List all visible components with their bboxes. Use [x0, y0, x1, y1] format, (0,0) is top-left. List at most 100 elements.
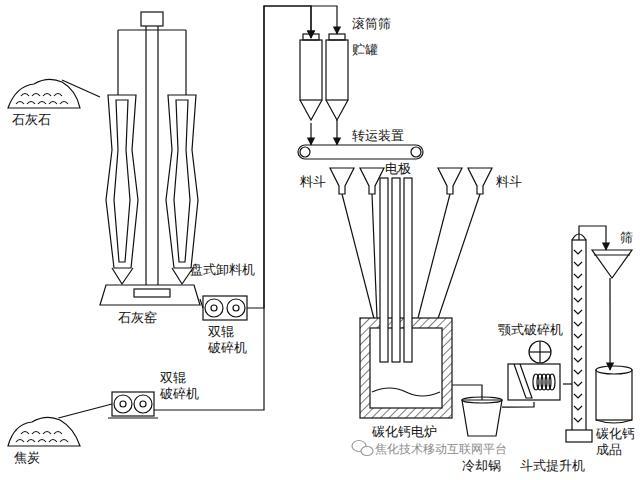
equipment-label: 转运装置 [352, 128, 404, 144]
elevator-bucket [574, 298, 582, 302]
lime-kiln [106, 95, 138, 268]
product-container [596, 370, 632, 420]
coke-pile [8, 417, 80, 446]
pile-texture [38, 102, 46, 105]
lime-kiln [172, 268, 193, 284]
lime-kiln [166, 95, 198, 268]
process-illustration [8, 6, 632, 456]
roller-crusher [108, 417, 158, 418]
part-label: 电极 [385, 161, 411, 177]
roller-crusher: 双辊 破碎机 [203, 296, 247, 320]
screen [592, 250, 632, 278]
elevator-bucket [574, 358, 582, 362]
pile-texture [32, 94, 40, 97]
roller-crusher [203, 296, 247, 320]
watermark-icon [352, 441, 373, 456]
electrode [404, 178, 412, 362]
equipment-label: 料斗 [496, 174, 522, 190]
product-container [596, 366, 632, 423]
elevator-bucket [574, 382, 582, 386]
pile-texture [38, 440, 46, 443]
storage-tank [326, 40, 348, 100]
jaw-crusher [539, 341, 540, 363]
spring-coil [549, 374, 555, 390]
lime-kiln [134, 289, 170, 297]
pile-texture [43, 432, 51, 435]
product-container [596, 420, 632, 423]
pile-texture [49, 102, 57, 105]
hopper: 料斗 [468, 168, 492, 194]
equipment-label: 石灰窑 [118, 310, 157, 326]
equipment-label: 双辊 破碎机 [160, 370, 202, 402]
lime-kiln: 石灰窑 [100, 12, 200, 305]
jaw-crusher [529, 341, 551, 363]
jaw-crusher [508, 364, 560, 400]
elevator-bucket [574, 310, 582, 314]
equipment-label: 碳化钙 成品 [596, 426, 636, 458]
roller-crusher [108, 392, 158, 418]
equipment-label: 斗式提升机 [520, 458, 585, 474]
elevator-bucket [574, 394, 582, 398]
cooling-pot: 冷却锅 [462, 400, 502, 436]
flow-line [247, 6, 311, 308]
elevator-bucket [574, 406, 582, 410]
storage-tank [300, 100, 322, 120]
flow-line [438, 194, 480, 318]
bucket-elevator: 斗式提升机 [572, 240, 586, 440]
bucket-elevator [566, 234, 592, 442]
flow-line [200, 299, 203, 308]
cooling-pot [462, 397, 502, 436]
product-container [596, 366, 632, 374]
lime-kiln [118, 29, 186, 30]
lime-kiln [157, 26, 158, 285]
flow-line [310, 123, 311, 145]
pile-texture [54, 432, 62, 435]
transfer-conveyor [411, 147, 421, 157]
screen [594, 254, 630, 255]
roller-crusher [134, 395, 152, 413]
bucket-elevator [572, 240, 586, 440]
roller-crusher [205, 299, 223, 317]
lime-kiln [100, 285, 200, 305]
elevator-bucket [574, 334, 582, 338]
pile-texture [49, 440, 57, 443]
watermark: 焦化技术移动互联网平台 [375, 441, 507, 457]
equipment-label: 双辊 破碎机 [208, 324, 250, 356]
lime-kiln [114, 100, 130, 262]
equipment-label: 滚筒筛 [352, 16, 391, 32]
pile-texture [21, 432, 29, 435]
lime-kiln [100, 12, 200, 305]
elevator-bucket [574, 346, 582, 350]
roller-crusher [203, 296, 247, 320]
screen [592, 250, 632, 278]
transfer-conveyor [300, 147, 310, 157]
equipment-label: 贮罐 [352, 42, 378, 58]
roller-crusher [227, 299, 245, 317]
pile-texture [32, 432, 40, 435]
coke-pile: 焦炭 [8, 418, 80, 446]
elevator-bucket [574, 250, 582, 254]
hopper [468, 168, 492, 194]
transfer-conveyor [298, 145, 423, 159]
jaw-crusher [508, 341, 560, 400]
equipment-label: 碳化钙电炉 [372, 424, 437, 440]
elevator-bucket [574, 286, 582, 290]
storage-tank [311, 6, 337, 34]
hopper [418, 194, 450, 318]
elevator-bucket [574, 370, 582, 374]
screen: 筛 [592, 250, 632, 278]
coke-pile [8, 417, 80, 446]
electrode [380, 178, 412, 362]
flow-line [58, 404, 112, 418]
flow-line [563, 383, 572, 384]
flow-line [609, 278, 610, 370]
pile-texture [60, 102, 68, 105]
carbide-furnace [372, 388, 440, 396]
transfer-conveyor: 转运装置 [298, 145, 423, 159]
carbide-furnace: 碳化钙电炉 [360, 318, 452, 418]
roller-crusher [112, 392, 154, 416]
hopper [330, 168, 354, 194]
elevator-bucket [574, 418, 582, 422]
storage-tank [336, 120, 337, 145]
hopper: 料斗 [330, 168, 354, 194]
